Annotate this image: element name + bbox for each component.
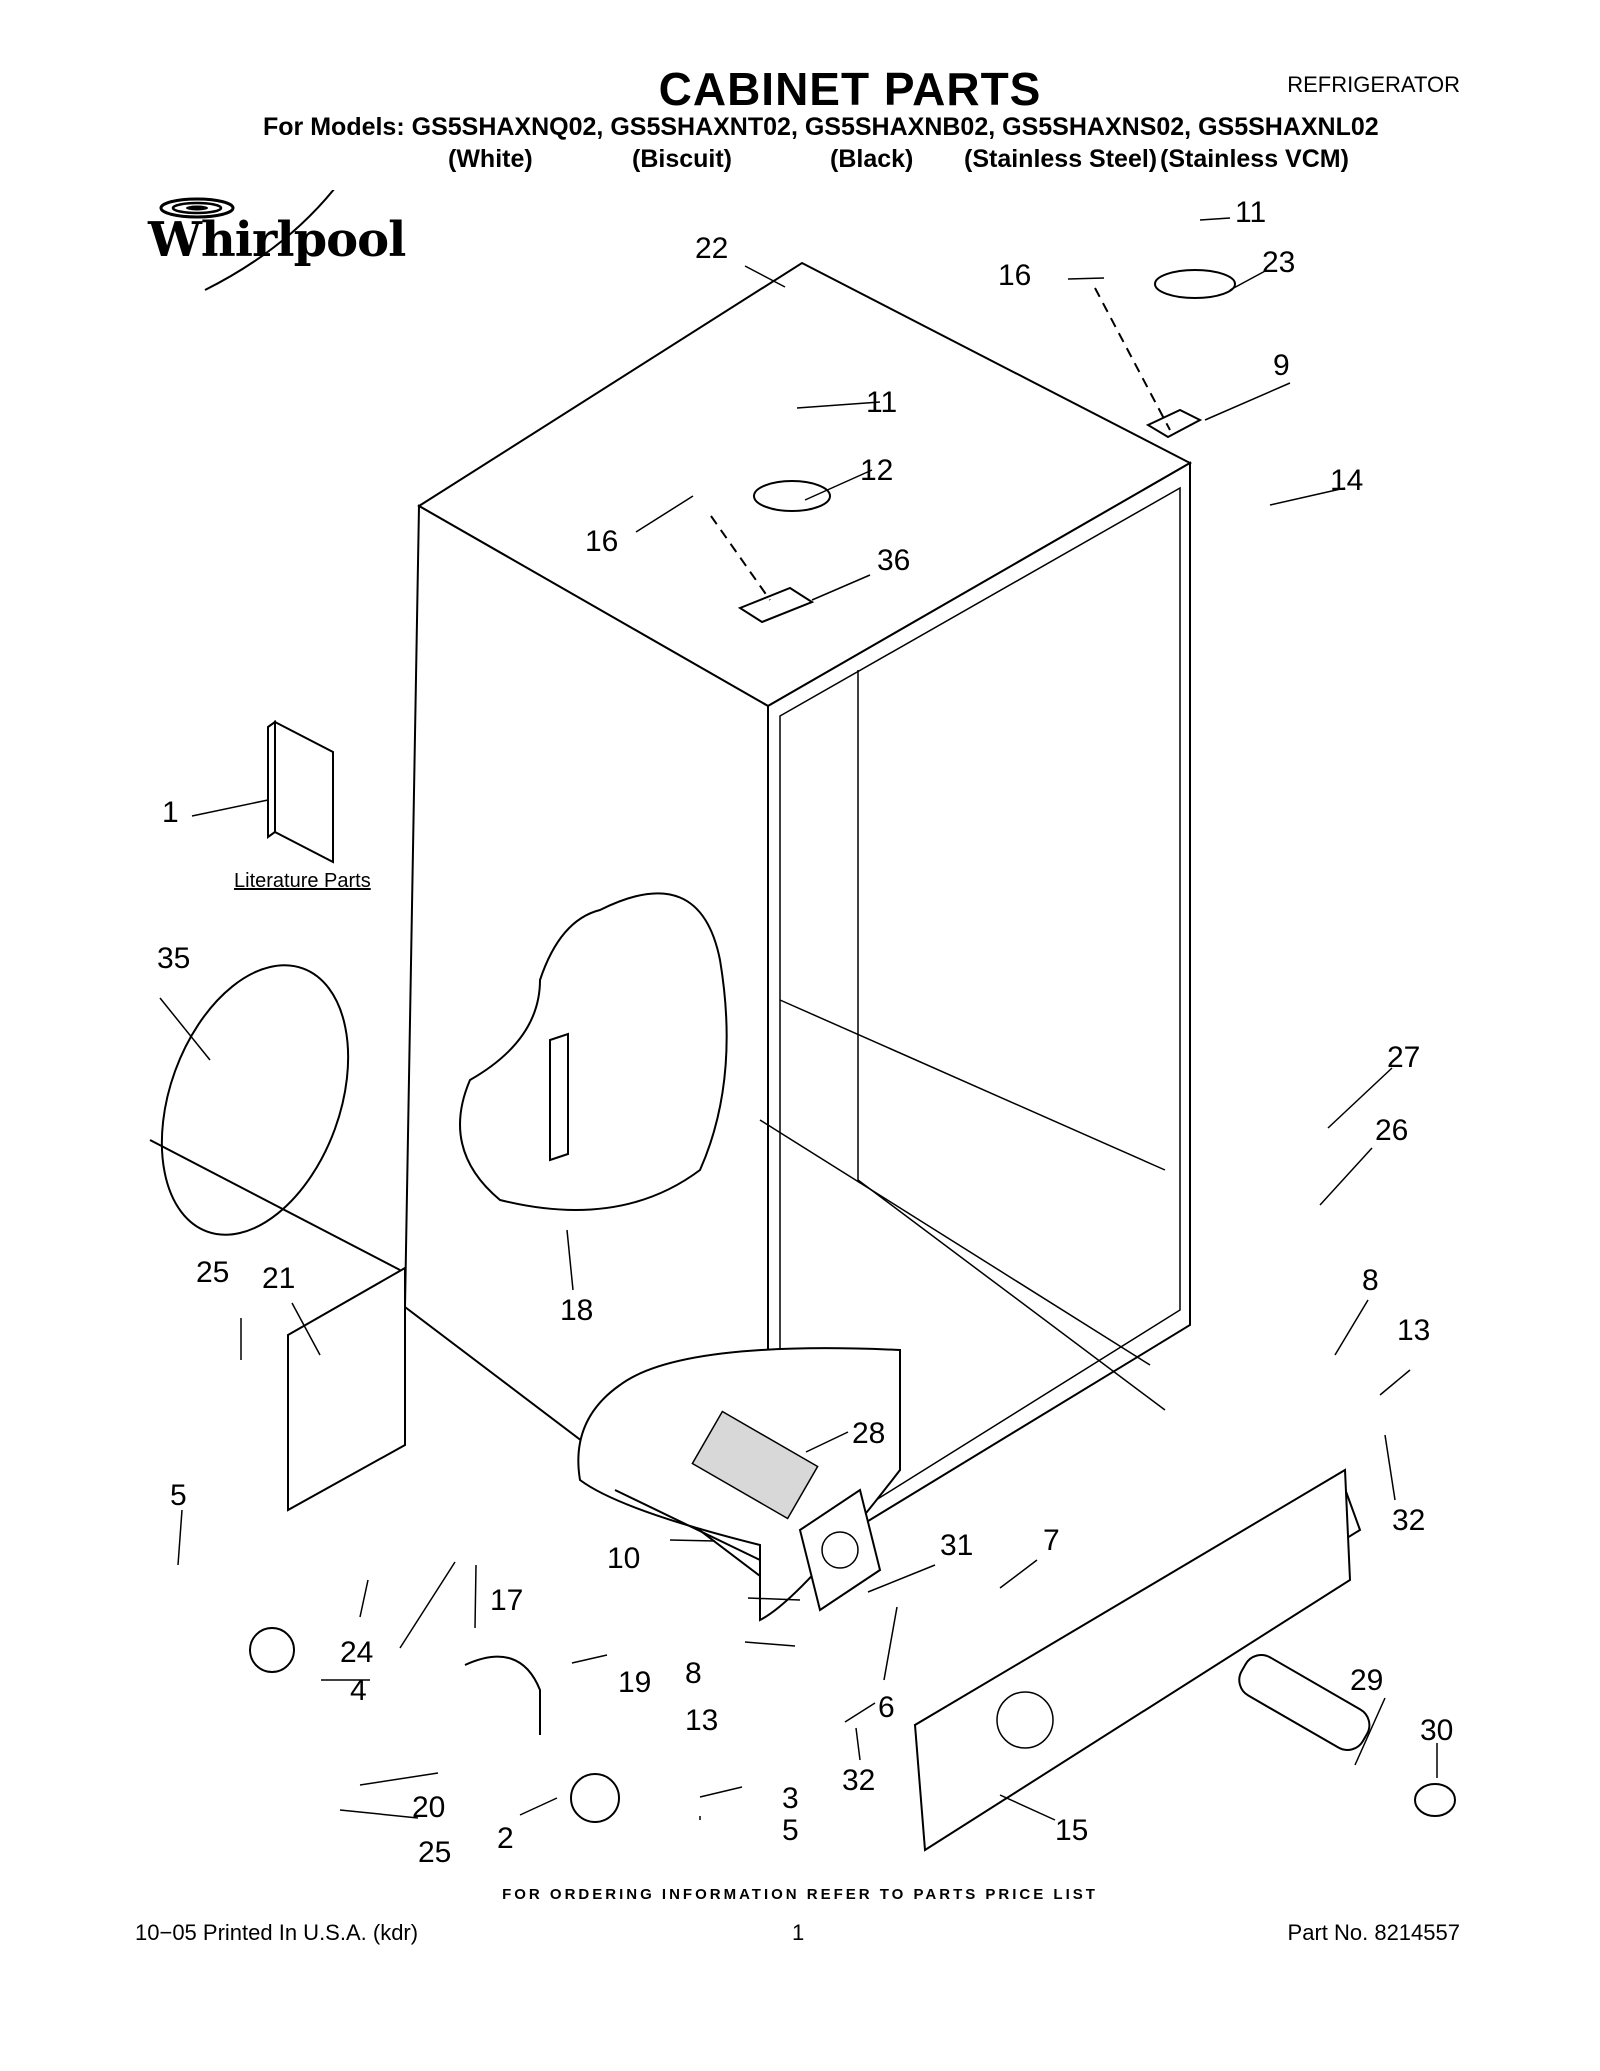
callout-25: 25 [196,1256,229,1289]
assembly-guide-line [710,515,771,601]
filter-cap-part [1414,1783,1456,1817]
hinge-cover-part [1154,269,1236,299]
callout-35: 35 [157,942,190,975]
callout-36: 36 [877,544,910,577]
callout-7: 7 [1043,1524,1060,1557]
model-number: GS5SHAXNB02, [804,113,996,141]
water-tube-coil [160,964,350,1236]
callout-2: 2 [497,1822,514,1855]
callout-13: 13 [1397,1314,1430,1347]
callout-24: 24 [340,1636,373,1669]
model-color: (Stainless VCM) [1160,145,1349,173]
model-color: (Stainless Steel) [964,145,1158,173]
brand-logo: Whirlpool [148,212,406,268]
callout-leaders [159,217,1438,1821]
hinge-cover-part [753,480,831,512]
callout-10: 10 [607,1542,640,1575]
model-color: (White) [448,145,533,173]
callout-6: 6 [878,1691,895,1724]
callout-13: 13 [685,1704,718,1737]
callout-11: 11 [1235,196,1266,229]
water-tube-part [614,1489,761,1561]
callout-23: 23 [1262,246,1295,279]
callout-12: 12 [860,454,893,487]
callout-29: 29 [1350,1664,1383,1697]
callout-26: 26 [1375,1114,1408,1147]
model-number: GS5SHAXNL02 [1198,113,1379,141]
roller-part [570,1773,620,1823]
model-number: GS5SHAXNT02, [610,113,798,141]
callout-4: 4 [350,1674,367,1707]
hinge-part [737,586,815,624]
assembly-guide-line [1094,287,1171,431]
callout-25: 25 [418,1836,451,1869]
roller-part [249,1627,295,1673]
ordering-note: FOR ORDERING INFORMATION REFER TO PARTS … [502,1886,1098,1903]
hinge-part [1145,408,1203,439]
bracket-hole [821,1531,859,1569]
toe-grille-part [913,1468,1352,1852]
callout-8: 8 [685,1657,702,1690]
callout-18: 18 [560,1294,593,1327]
callout-27: 27 [1387,1041,1420,1074]
literature-parts-label: Literature Parts [234,870,371,892]
callout-5: 5 [782,1814,799,1847]
fill-tube-part [464,1655,541,1735]
part-number: Part No. 8214557 [1287,1920,1460,1945]
callout-16: 16 [998,259,1031,292]
drain-tube-part [691,1410,819,1520]
callout-22: 22 [695,232,728,265]
callout-16: 16 [585,525,618,558]
callout-19: 19 [618,1666,651,1699]
callout-28: 28 [852,1417,885,1450]
callout-11: 11 [866,386,897,419]
water-filter-part [1238,1654,1371,1751]
page-title: CABINET PARTS [658,63,1042,115]
whirlpool-swirl-icon [159,190,335,291]
callout-1: 1 [162,796,179,829]
cabinet-cutaway [459,892,728,1211]
rear-panel-part [287,1266,406,1512]
print-info: 10−05 Printed In U.S.A. (kdr) [135,1920,419,1945]
model-color: (Biscuit) [632,145,732,173]
model-number: GS5SHAXNS02, [1002,113,1192,141]
page-number: 1 [792,1920,805,1945]
models-line: For Models: GS5SHAXNQ02, GS5SHAXNT02, GS… [263,113,1379,142]
callout-15: 15 [1055,1814,1088,1847]
callout-9: 9 [1273,349,1290,382]
model-color: (Black) [830,145,914,173]
callout-8: 8 [1362,1264,1379,1297]
grille-opening [996,1691,1054,1749]
drain-pan-bracket-part [798,1488,882,1612]
water-tube-line [149,1139,401,1271]
callout-21: 21 [262,1262,295,1295]
drain-heater-part [549,1032,569,1162]
callout-31: 31 [940,1529,973,1562]
callout-17: 17 [490,1584,523,1617]
callout-30: 30 [1420,1714,1453,1747]
callout-3: 3 [782,1782,799,1815]
callout-20: 20 [412,1791,445,1824]
callout-5: 5 [170,1479,187,1512]
category-label: REFRIGERATOR [1287,72,1460,97]
literature-part [274,720,334,864]
callout-32: 32 [842,1764,875,1797]
models-prefix: For Models: [263,113,405,141]
callout-32: 32 [1392,1504,1425,1537]
model-number: GS5SHAXNQ02, [411,113,604,141]
callout-14: 14 [1330,464,1363,497]
literature-spine [267,720,276,839]
